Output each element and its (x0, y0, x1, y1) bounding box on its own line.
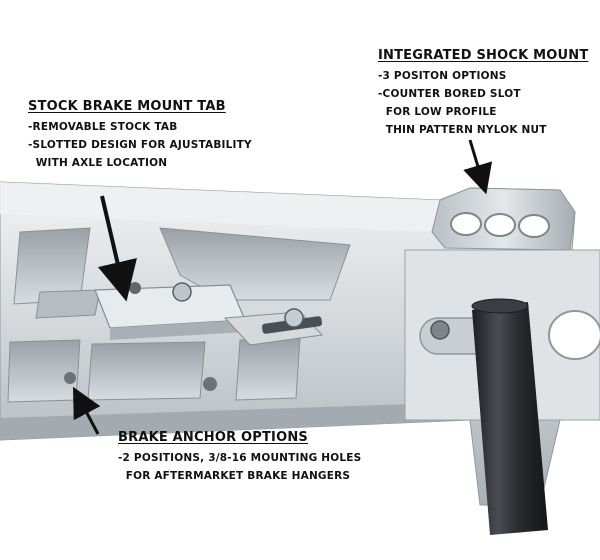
tab-bolt (172, 282, 192, 302)
callout-line: -COUNTER BORED SLOT (378, 88, 521, 100)
callout-heading: BRAKE ANCHOR OPTIONS (118, 430, 308, 445)
shock-tube (471, 298, 548, 535)
pockets (7, 227, 351, 403)
callout-heading: STOCK BRAKE MOUNT TAB (28, 99, 226, 114)
callout-line: -2 POSITIONS, 3/8-16 MOUNTING HOLES (118, 452, 362, 464)
callout-line: -REMOVABLE STOCK TAB (28, 121, 178, 133)
callout-integrated-shock-mount: INTEGRATED SHOCK MOUNT -3 POSITON OPTION… (378, 48, 588, 139)
callout-line: -SLOTTED DESIGN FOR AJUSTABILITY (28, 139, 252, 151)
shock-nut (430, 320, 450, 340)
shock-mount-tab (431, 187, 576, 251)
shock-hole-1 (450, 212, 482, 236)
shock-hole-2 (484, 213, 516, 237)
callout-line: THIN PATTERN NYLOK NUT (378, 124, 547, 136)
callout-arrows (72, 139, 493, 435)
arrow-brake-anchor (72, 386, 101, 435)
callout-line: FOR LOW PROFILE (378, 106, 497, 118)
callout-heading: INTEGRATED SHOCK MOUNT (378, 48, 589, 63)
stock-brake-tab (94, 282, 324, 346)
arrow-brake-tab (97, 195, 137, 302)
callout-line: WITH AXLE LOCATION (28, 157, 168, 169)
callout-brake-anchor-options: BRAKE ANCHOR OPTIONS -2 POSITIONS, 3/8-1… (118, 430, 361, 485)
shock-hole-3 (518, 214, 550, 238)
callout-stock-brake-mount-tab: STOCK BRAKE MOUNT TAB -REMOVABLE STOCK T… (28, 99, 252, 172)
callout-line: FOR AFTERMARKET BRAKE HANGERS (118, 470, 351, 482)
callout-line: -3 POSITON OPTIONS (378, 70, 507, 82)
arrow-shock-mount (463, 139, 493, 195)
